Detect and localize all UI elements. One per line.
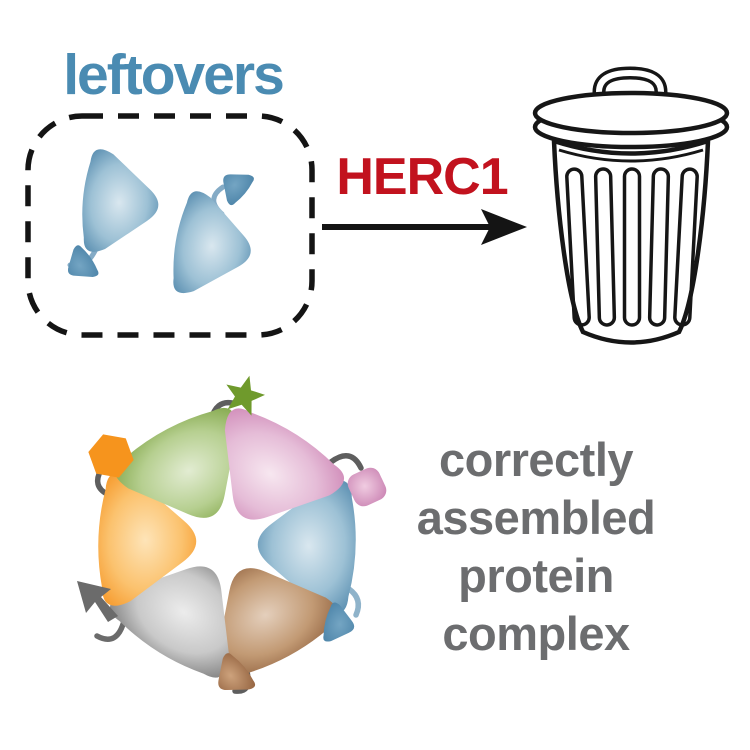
trash-lid-top <box>532 90 730 136</box>
star-icon <box>226 375 266 416</box>
gray-arrow-linker <box>94 618 127 642</box>
square-linker <box>328 453 364 471</box>
leftover-1-triangle <box>78 148 163 258</box>
leftover-2-small-triangle <box>212 162 257 208</box>
leftover-subunit-1 <box>58 148 163 289</box>
protein-complex <box>77 375 387 705</box>
leftovers-dashed-box <box>25 113 315 338</box>
blue-triangle-linker <box>346 586 362 618</box>
herc1-label: HERC1 <box>336 148 508 206</box>
leftover-subunit-2 <box>167 162 260 304</box>
complex-linkers <box>94 399 364 694</box>
hexagon-icon <box>88 434 134 478</box>
right-arrow-icon <box>322 209 527 245</box>
arrow-head <box>481 209 527 245</box>
trash-rim-line <box>558 148 704 163</box>
trash-can-icon <box>532 66 730 345</box>
pink-square-attachment <box>347 467 387 507</box>
trash-ribs <box>565 167 699 327</box>
trash-handle-inner <box>596 69 664 112</box>
gray-arrow-attachment <box>77 581 118 622</box>
leftover-2-triangle <box>167 189 260 304</box>
complex-caption: correctly assembled protein complex <box>416 433 656 660</box>
leftovers-label: leftovers <box>63 43 285 107</box>
